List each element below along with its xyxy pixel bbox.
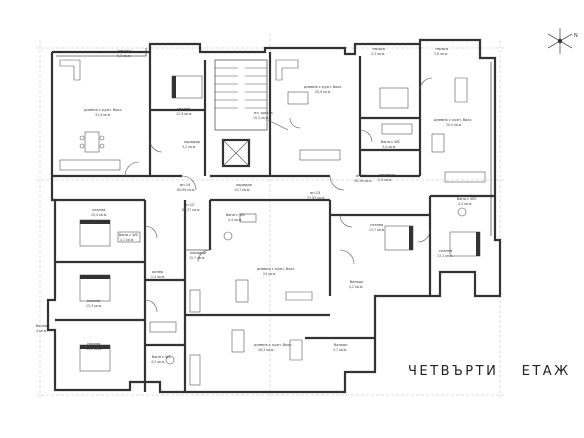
room-name: ап.14 bbox=[180, 183, 191, 187]
room-area: 28,3 кв.м. bbox=[258, 348, 274, 352]
room-name: спалня bbox=[370, 223, 383, 227]
room-area: 20,0 кв.м. bbox=[446, 123, 462, 127]
room-area: 80,37 кв.м. bbox=[182, 208, 200, 212]
north-label: N bbox=[574, 33, 578, 39]
room-name: тераса bbox=[118, 49, 131, 53]
room-labels: тераса 5,3 кв.м. дневна с кухн. бокс 31,… bbox=[36, 47, 477, 364]
room-area: 4,4 кв.м. bbox=[458, 202, 472, 206]
room-area: 3,4 кв.м. bbox=[382, 145, 396, 149]
room-area: 77,93 кв.м. bbox=[307, 196, 325, 200]
room-area: 4 кв.м. bbox=[36, 329, 47, 333]
room-area: 15,7 кв.м. bbox=[189, 256, 205, 260]
outer-walls bbox=[46, 38, 502, 394]
interior-walls bbox=[52, 44, 495, 392]
room-area: 15,4 кв.м. bbox=[91, 213, 107, 217]
room-area: 4,3 кв.м. bbox=[371, 52, 385, 56]
room-name: тераса bbox=[372, 47, 385, 51]
room-name: дневна с кухн. бокс bbox=[304, 85, 342, 89]
room-name: спалня bbox=[87, 342, 100, 346]
room-name: коридор bbox=[190, 251, 207, 255]
room-area: 3,7 кв.м. bbox=[333, 348, 347, 352]
floor-title-word-2: ЕТАЖ bbox=[521, 364, 571, 379]
room-area: 10,7 кв.м. bbox=[234, 188, 250, 192]
room-area: 13,1 кв.м. bbox=[437, 254, 453, 258]
room-name: дневна с кухн. бокс bbox=[254, 343, 292, 347]
room-name: ап.12 bbox=[184, 203, 194, 207]
room-name: баня с WC bbox=[457, 197, 477, 201]
room-area: 4,2 кв.м. bbox=[349, 285, 363, 289]
room-name: спалня bbox=[439, 249, 452, 253]
room-name: баня с WC bbox=[381, 140, 401, 144]
room-name: ап.11 bbox=[356, 174, 366, 178]
room-area: 80,99 кв.м. bbox=[177, 188, 195, 192]
room-name: баня с WC bbox=[119, 233, 139, 237]
room-name: балкон bbox=[334, 343, 348, 347]
room-area: 24 кв.м. bbox=[263, 272, 276, 276]
room-name: дневна с кухн. бокс bbox=[84, 108, 122, 112]
room-area: 90,26 кв.м. bbox=[354, 179, 372, 183]
room-area: 5,9 кв.м. bbox=[378, 178, 392, 182]
room-area: 13,3 кв.м. bbox=[86, 304, 102, 308]
room-name: балкон bbox=[36, 324, 50, 328]
north-arrow: N bbox=[547, 28, 578, 54]
room-name: спалня bbox=[87, 299, 100, 303]
stair-core bbox=[214, 59, 268, 168]
room-area: 4,4 кв.м. bbox=[228, 218, 242, 222]
room-name: дневна с кухн. бокс bbox=[434, 118, 472, 122]
room-name: балкон bbox=[350, 280, 364, 284]
doors bbox=[124, 77, 433, 313]
room-name: дневна с кухн. бокс bbox=[257, 267, 295, 271]
room-area: 13,6 кв.м. bbox=[86, 347, 102, 351]
room-name: коридор bbox=[236, 183, 253, 187]
room-name: баня с WC bbox=[152, 355, 172, 359]
room-name: тераса bbox=[435, 47, 448, 51]
room-area: 13,7 кв.м. bbox=[369, 228, 385, 232]
room-area: 15,2 кв.м. bbox=[253, 116, 269, 120]
grid-lines bbox=[36, 34, 505, 400]
room-area: 4,2 кв.м. bbox=[151, 360, 165, 364]
room-name: спалня bbox=[92, 208, 105, 212]
furniture bbox=[59, 59, 486, 386]
room-name: ел. шахта bbox=[254, 111, 273, 115]
room-area: 3,8 кв.м. bbox=[434, 52, 448, 56]
floor-title: ЧЕТВЪРТИ ЕТАЖ bbox=[408, 364, 571, 379]
room-area: 12,9 кв.м. bbox=[176, 112, 192, 116]
room-name: коридор bbox=[184, 140, 201, 144]
room-area: 2,4 кв.м. bbox=[151, 275, 165, 279]
room-name: баня с WC bbox=[226, 213, 246, 217]
floor-title-word-1: ЧЕТВЪРТИ bbox=[408, 364, 499, 379]
room-name: килер bbox=[152, 270, 164, 274]
room-area: 5,3 кв.м. bbox=[117, 54, 131, 58]
room-area: 3,2 кв.м. bbox=[182, 145, 196, 149]
room-name: ап.13 bbox=[310, 191, 320, 195]
room-area: 20,9 кв.м. bbox=[315, 90, 331, 94]
room-area: 31,9 кв.м. bbox=[95, 113, 111, 117]
room-name: коридор bbox=[379, 173, 396, 177]
room-area: 4,1 кв.м. bbox=[120, 238, 134, 242]
room-name: спалня bbox=[177, 107, 190, 111]
